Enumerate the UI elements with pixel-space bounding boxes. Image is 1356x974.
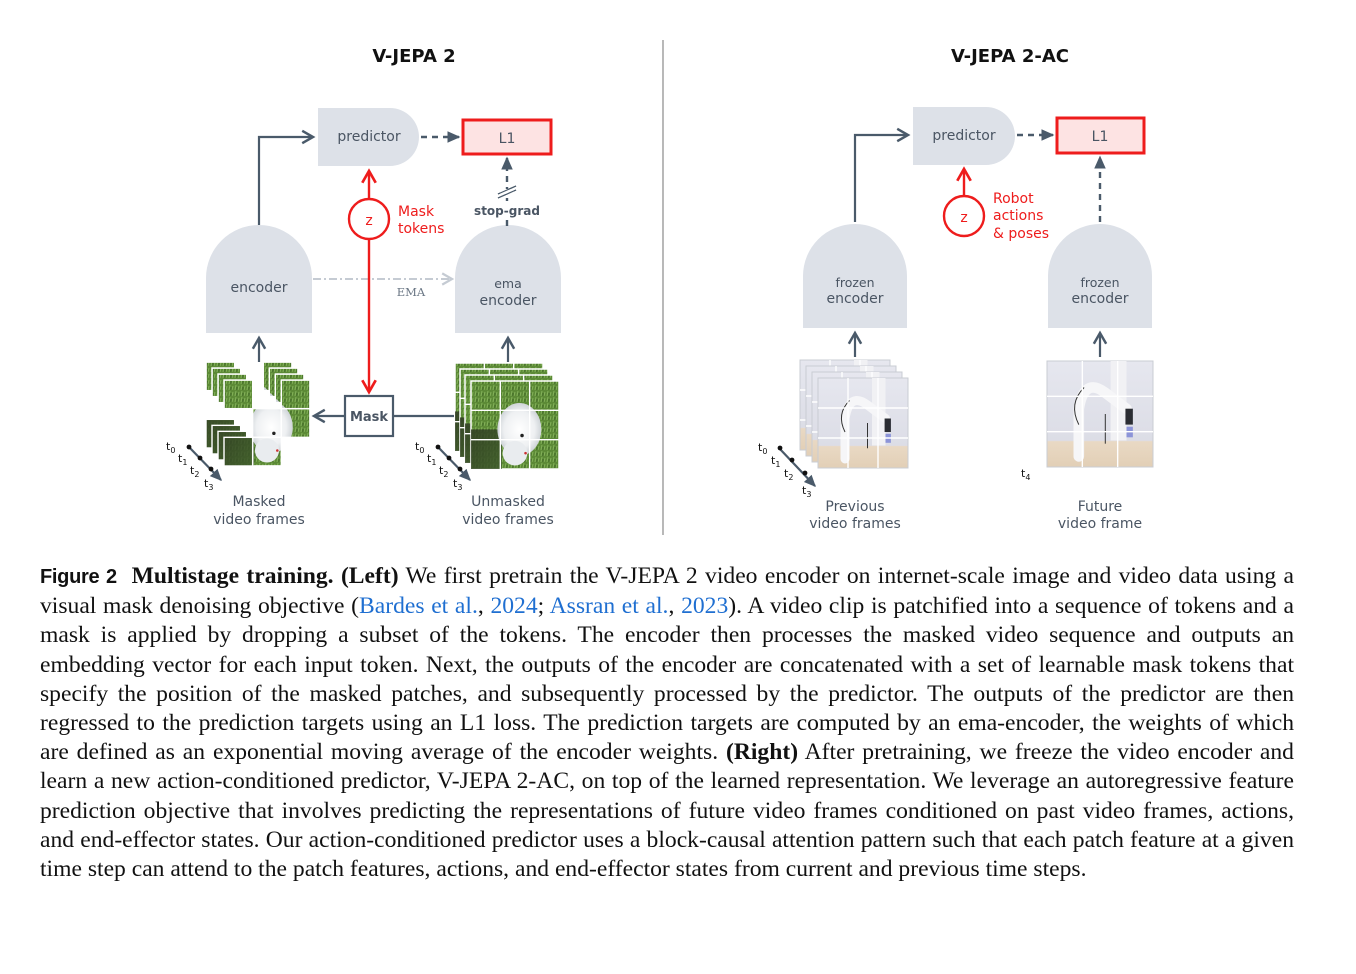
future-time-label: t4 bbox=[1021, 467, 1030, 482]
future-frame bbox=[1046, 360, 1154, 468]
right-panel: V-JEPA 2-AC predictor L1 frozen encoder … bbox=[758, 46, 1154, 532]
frozen-encoder-left-label-1: frozen bbox=[835, 275, 874, 290]
stop-grad-label: stop-grad bbox=[474, 204, 540, 218]
l1-loss-box bbox=[461, 118, 553, 156]
svg-text:t3: t3 bbox=[453, 477, 462, 492]
robot-label-1: Robot bbox=[993, 191, 1034, 207]
future-frame-label-1: Future bbox=[1078, 499, 1123, 515]
caption-text-2: ). A video clip is patchified into a seq… bbox=[40, 593, 1295, 766]
robot-label-2: actions bbox=[993, 208, 1043, 224]
encoder-block bbox=[206, 225, 312, 333]
time-axis-right: t0 t1 t2 t3 bbox=[415, 440, 471, 492]
figure-label: Figure 2 bbox=[40, 566, 117, 588]
time-axis-left: t0 t1 t2 t3 bbox=[166, 440, 222, 492]
mask-tokens-label-1: Mask bbox=[398, 204, 435, 220]
frozen-encoder-right-label-2: encoder bbox=[1071, 291, 1128, 307]
encoder-label: encoder bbox=[230, 280, 287, 296]
unmasked-frames-label-2: video frames bbox=[462, 512, 554, 528]
frozen-encoder-right-label-1: frozen bbox=[1080, 275, 1119, 290]
ac-predictor-label: predictor bbox=[932, 128, 995, 144]
time-label-t3: t3 bbox=[204, 477, 213, 492]
ac-l1-loss-label: L1 bbox=[1092, 129, 1109, 145]
mask-tokens-label-2: tokens bbox=[398, 221, 444, 237]
right-panel-title: V-JEPA 2-AC bbox=[951, 46, 1069, 67]
caption-text-1: We first pretrain the V-JEPA 2 video enc… bbox=[40, 563, 1295, 620]
mask-token-z-label: z bbox=[365, 213, 372, 229]
masked-frames-label-2: video frames bbox=[213, 512, 305, 528]
masked-frame-3 bbox=[223, 379, 311, 467]
left-panel: V-JEPA 2 predictor L1 encoder ema encode… bbox=[166, 46, 561, 528]
previous-frame-3 bbox=[817, 377, 909, 469]
caption-title: Multistage training. bbox=[131, 563, 334, 589]
caption-right-tag: (Right) bbox=[725, 739, 799, 766]
ema-encoder-label-1: ema bbox=[494, 276, 522, 291]
citation-bardes[interactable]: Bardes et al. bbox=[359, 593, 478, 620]
svg-text:t0: t0 bbox=[415, 440, 424, 455]
citation-assran[interactable]: Assran et al. bbox=[549, 593, 669, 620]
citation-bardes-year[interactable]: 2024 bbox=[490, 593, 538, 620]
figure-diagram: V-JEPA 2 predictor L1 encoder ema encode… bbox=[166, 40, 1154, 535]
frozen-encoder-left-block bbox=[803, 224, 907, 328]
figure-caption: Figure 2 Multistage training. (Left) We … bbox=[40, 562, 1294, 884]
frozen-encoder-left-label-2: encoder bbox=[826, 291, 883, 307]
previous-frames-label-2: video frames bbox=[809, 516, 901, 532]
mask-box-label: Mask bbox=[350, 410, 388, 425]
robot-z-label: z bbox=[960, 210, 967, 226]
svg-text:t1: t1 bbox=[771, 454, 780, 469]
future-video-frame bbox=[1046, 360, 1154, 468]
previous-video-frames bbox=[799, 359, 909, 469]
frozen-encoder-right-block bbox=[1048, 224, 1152, 328]
time-axis-previous: t0 t1 t2 t3 bbox=[758, 441, 816, 499]
ac-predictor-block bbox=[913, 107, 1015, 165]
svg-text:t0: t0 bbox=[758, 441, 767, 456]
unmasked-frame-3 bbox=[470, 380, 560, 470]
predictor-block bbox=[318, 108, 419, 166]
robot-label-3: & poses bbox=[993, 226, 1049, 242]
time-label-t2: t2 bbox=[190, 464, 199, 479]
future-frame-label-2: video frame bbox=[1058, 516, 1142, 532]
svg-text:t1: t1 bbox=[427, 452, 436, 467]
l1-loss-label: L1 bbox=[499, 131, 516, 147]
ac-l1-loss-box bbox=[1055, 116, 1146, 155]
ema-encoder-block bbox=[455, 225, 561, 333]
citation-assran-year[interactable]: 2023 bbox=[681, 593, 729, 620]
masked-frames-label-1: Masked bbox=[232, 494, 285, 510]
caption-text-3: After pretraining, we freeze the video e… bbox=[40, 739, 1294, 883]
svg-text:t2: t2 bbox=[439, 464, 448, 479]
previous-frames-label-1: Previous bbox=[825, 499, 884, 515]
svg-text:t2: t2 bbox=[784, 467, 793, 482]
unmasked-video-frames bbox=[454, 362, 560, 470]
frozen-encoder-to-predictor-arrow bbox=[853, 127, 911, 222]
mask-box bbox=[343, 394, 395, 438]
ema-encoder-label-2: encoder bbox=[479, 293, 536, 309]
time-label-t1: t1 bbox=[178, 452, 187, 467]
masked-video-frames bbox=[205, 361, 311, 467]
svg-text:t3: t3 bbox=[802, 484, 811, 499]
unmasked-frames-label-1: Unmasked bbox=[471, 494, 545, 510]
predictor-label: predictor bbox=[337, 129, 400, 145]
caption-sep: ; bbox=[537, 593, 550, 620]
robot-z-circle bbox=[942, 194, 986, 238]
time-label-t0: t0 bbox=[166, 440, 175, 455]
stop-grad-label-bg bbox=[474, 201, 540, 217]
caption-sep: , bbox=[668, 593, 682, 620]
left-panel-title: V-JEPA 2 bbox=[372, 46, 455, 67]
caption-sep: , bbox=[477, 593, 491, 620]
caption-left-tag: (Left) bbox=[340, 563, 399, 589]
encoder-to-predictor-arrow bbox=[257, 129, 316, 225]
ema-arrow-label: EMA bbox=[397, 285, 426, 299]
masked-frame-content bbox=[224, 380, 311, 467]
